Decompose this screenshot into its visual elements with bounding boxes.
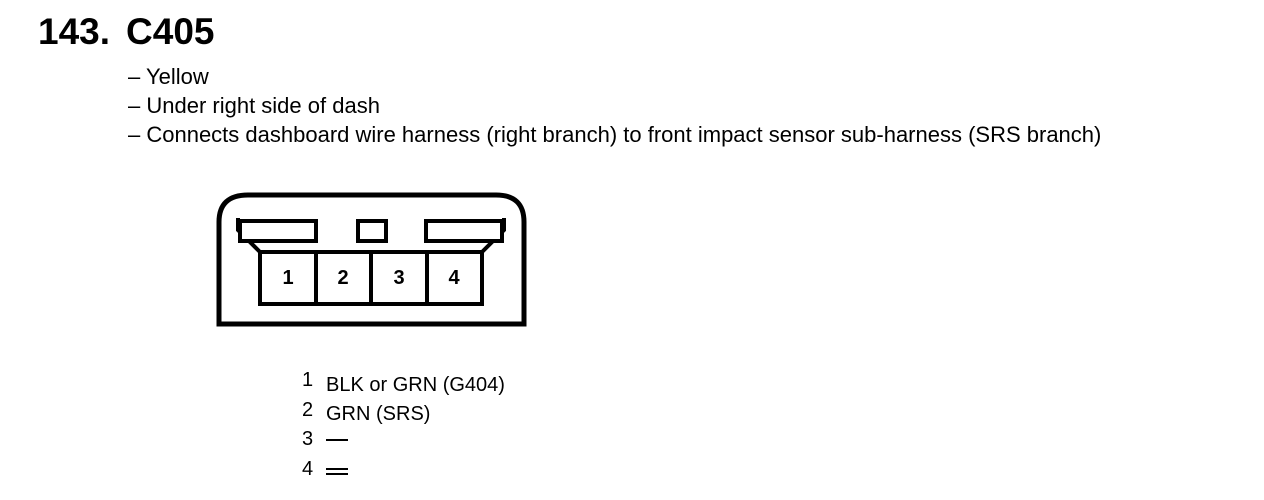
connector-title: 143. C405 [38, 10, 214, 54]
pin-number: 2 [302, 398, 314, 421]
pin-number: 1 [302, 369, 314, 391]
pinout-row: 4 [302, 455, 505, 485]
pinout-list: 1 BLK or GRN (G404) 2 GRN (SRS) 3 4 [302, 366, 505, 484]
right-latch [424, 219, 504, 243]
center-key [356, 219, 388, 243]
cavity-4-label: 4 [448, 267, 460, 289]
connector-face-diagram: 1 2 3 4 [216, 192, 527, 327]
pin-wire: BLK or GRN (G404) [326, 373, 505, 396]
item-number: 143. [38, 11, 111, 52]
pinout-row: 1 BLK or GRN (G404) [302, 366, 505, 396]
cavity-2-label: 2 [337, 267, 348, 289]
cavity-4: 4 [425, 250, 484, 306]
unused-pin-double-dash [326, 467, 348, 475]
description-location: – Under right side of dash [128, 93, 380, 118]
cavity-2: 2 [314, 250, 373, 306]
connector-description: – Yellow – Under right side of dash – Co… [128, 62, 1101, 149]
left-latch [238, 219, 318, 243]
pinout-row: 3 [302, 425, 505, 455]
cavity-1-label: 1 [282, 267, 293, 289]
pin-number: 3 [302, 428, 314, 450]
cavity-1: 1 [258, 250, 318, 306]
pin-wire: GRN (SRS) [326, 403, 431, 426]
cavity-3-label: 3 [393, 267, 404, 289]
pinout-row: 2 GRN (SRS) [302, 396, 505, 426]
unused-pin-dash [326, 438, 348, 441]
description-color: – Yellow [128, 64, 209, 89]
description-connects: – Connects dashboard wire harness (right… [128, 122, 1102, 147]
connector-id: C405 [126, 11, 215, 52]
pin-number: 4 [302, 457, 314, 480]
cavity-3: 3 [369, 250, 429, 306]
